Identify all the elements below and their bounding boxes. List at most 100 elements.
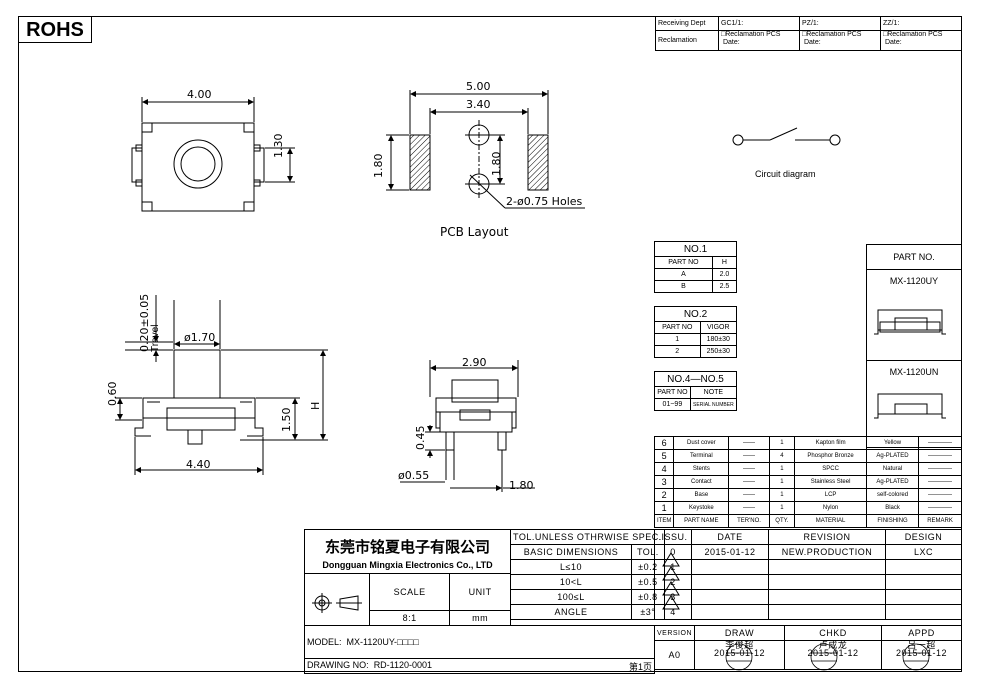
pcb-layout bbox=[386, 90, 585, 209]
dim-stem-dia: ø1.70 bbox=[184, 331, 216, 344]
no2-header-part: PART NO bbox=[654, 321, 701, 334]
dim-front-width: 2.90 bbox=[462, 356, 487, 369]
no45-header-note: NOTE bbox=[689, 386, 738, 399]
no1-cell: B bbox=[654, 280, 713, 293]
version-label: VERSION bbox=[653, 625, 696, 641]
no1-cell: 2.0 bbox=[711, 268, 738, 281]
scale-label: SCALE bbox=[368, 573, 451, 611]
dim-holes: 2-ø0.75 Holes bbox=[506, 195, 583, 208]
model-row: MODEL: MX-1120UY-□□□□ bbox=[304, 625, 655, 659]
part-no-uy: MX-1120UY bbox=[866, 269, 962, 361]
no1-cell: 2.5 bbox=[711, 280, 738, 293]
reclamation-pz: □Reclamation PCS Date: bbox=[799, 30, 881, 51]
tol-title: TOL.UNLESS OTHRWISE SPEC. bbox=[510, 529, 665, 545]
design-label: DESIGN bbox=[885, 529, 962, 545]
dim-side-width: 4.40 bbox=[186, 458, 211, 471]
date-value: 2015-01-12 bbox=[691, 544, 769, 560]
no2-header-vigor: VIGOR bbox=[699, 321, 738, 334]
unit-label: UNIT bbox=[449, 573, 511, 611]
dim-front-pin: ø0.55 bbox=[398, 469, 430, 482]
tolerance-table: TOL.UNLESS OTHRWISE SPEC. BASIC DIMENSIO… bbox=[509, 529, 665, 620]
dim-pcb-inner: 3.40 bbox=[466, 98, 491, 111]
tol-range: 10<L bbox=[509, 574, 633, 590]
no45-header-part: PART NO bbox=[654, 386, 691, 399]
part-no-panel: PART NO. MX-1120UY MX-1120UN bbox=[866, 244, 962, 448]
tol-range: L≤10 bbox=[509, 559, 633, 575]
company-name-en: Dongguan Mingxia Electronics Co., LTD bbox=[322, 560, 493, 570]
no2-cell: 2 bbox=[654, 345, 701, 358]
appd-label: APPD bbox=[881, 625, 962, 641]
no1-header-part: PART NO bbox=[654, 256, 713, 269]
no1-cell: A bbox=[654, 268, 713, 281]
company-name-cn: 东莞市铭夏电子有限公司 bbox=[324, 539, 490, 556]
no1-header-h: H bbox=[711, 256, 738, 269]
dim-front-045: 0.45 bbox=[414, 425, 427, 451]
no45-cell: 01~99 bbox=[654, 398, 691, 411]
no2-cell: 250±30 bbox=[699, 345, 738, 358]
no1-title: NO.1 bbox=[654, 241, 737, 257]
circuit-caption: Circuit diagram bbox=[755, 169, 816, 179]
design-value: LXC bbox=[885, 544, 962, 560]
pcb-layout-caption: PCB Layout bbox=[440, 225, 509, 239]
model-table: MODEL: MX-1120UY-□□□□ DRAWING NO: RD-112… bbox=[304, 625, 655, 674]
part-no-title: PART NO. bbox=[866, 244, 962, 270]
dim-front-180: 1.80 bbox=[509, 479, 534, 492]
reclamation-zz: □Reclamation PCS Date: bbox=[880, 30, 962, 51]
tri-4: 4 bbox=[654, 604, 692, 620]
issu-label: .ISSU. bbox=[654, 529, 692, 545]
version-value: A0 bbox=[653, 640, 696, 670]
basic-dims-label: BASIC DIMENSIONS bbox=[509, 544, 633, 560]
part-no-un: MX-1120UN bbox=[866, 360, 962, 448]
dim-side-150: 1.50 bbox=[280, 407, 293, 433]
no2-cell: 1 bbox=[654, 333, 701, 346]
dim-travel-label: Travel bbox=[150, 324, 161, 352]
dim-top-height: 1.30 bbox=[272, 133, 285, 159]
reclamation-gc: □Reclamation PCS Date: bbox=[718, 30, 800, 51]
tri-3: 3 bbox=[654, 589, 692, 605]
dim-side-h: H bbox=[309, 401, 322, 410]
no45-cell: SERIAL NUMBER bbox=[689, 398, 738, 411]
no2-title: NO.2 bbox=[654, 306, 737, 322]
tri-1: 1 bbox=[654, 559, 692, 575]
draw-label: DRAW bbox=[694, 625, 786, 641]
revision-table: .ISSU. DATE REVISION DESIGN 0 2015-01-12… bbox=[654, 529, 962, 620]
top-view bbox=[131, 97, 295, 212]
tol-range: 100≤L bbox=[509, 589, 633, 605]
tol-range: ANGLE bbox=[509, 604, 633, 620]
circuit-diagram bbox=[732, 127, 841, 146]
chkd-label: CHKD bbox=[784, 625, 883, 641]
receiving-table: Receiving Dept GC1/1: PZ/1: ZZ/1: Reclam… bbox=[655, 16, 962, 51]
rohs-mark: ROHS bbox=[18, 16, 92, 43]
unit-value: mm bbox=[449, 610, 511, 626]
dim-pcb-side: 1.80 bbox=[372, 153, 385, 179]
no2-cell: 180±30 bbox=[699, 333, 738, 346]
dim-pcb-pitch: 1.80 bbox=[490, 151, 503, 177]
scale-value: 8:1 bbox=[368, 610, 451, 626]
revision-label: REVISION bbox=[768, 529, 886, 545]
side-view bbox=[115, 295, 328, 475]
issu-value: 0 bbox=[654, 544, 692, 560]
front-view bbox=[400, 360, 535, 492]
no45-title: NO.4—NO.5 bbox=[654, 371, 737, 387]
dim-pcb-total: 5.00 bbox=[466, 80, 491, 93]
company-block: 东莞市铭夏电子有限公司 Dongguan Mingxia Electronics… bbox=[304, 529, 511, 574]
dim-top-width: 4.00 bbox=[187, 88, 212, 101]
dim-side-060: 0.60 bbox=[106, 381, 119, 407]
date-label: DATE bbox=[691, 529, 769, 545]
